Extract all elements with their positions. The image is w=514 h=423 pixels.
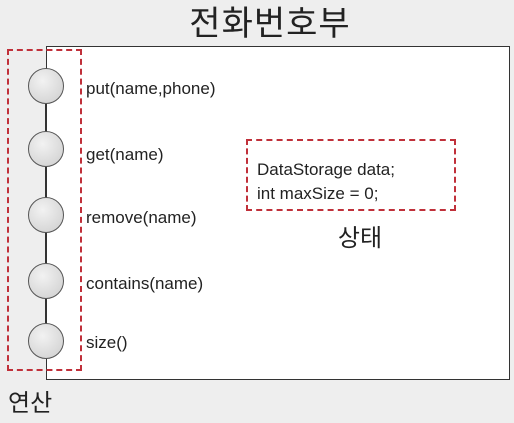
operation-circle xyxy=(28,197,64,233)
operations-caption: 연산 xyxy=(8,389,53,417)
operation-label-get: get(name) xyxy=(86,145,164,164)
operation-label-remove: remove(name) xyxy=(86,208,197,227)
phonebook-box xyxy=(46,46,510,380)
diagram-title: 전화번호부 xyxy=(189,4,351,44)
state-field-data: DataStorage data; xyxy=(257,160,395,179)
operations-highlight xyxy=(7,49,82,371)
connector-line xyxy=(45,298,47,323)
operation-label-contains: contains(name) xyxy=(86,274,204,293)
state-field-maxsize: int maxSize = 0; xyxy=(257,184,379,203)
state-highlight xyxy=(246,139,456,211)
connector-line xyxy=(45,232,47,263)
operation-circle xyxy=(28,131,64,167)
operation-circle xyxy=(28,263,64,299)
connector-line xyxy=(45,104,47,131)
connector-line xyxy=(45,166,47,197)
state-caption: 상태 xyxy=(337,224,383,252)
operation-label-put: put(name,phone) xyxy=(86,79,216,98)
operation-circle xyxy=(28,68,64,104)
operation-label-size: size() xyxy=(86,333,128,352)
operation-circle xyxy=(28,323,64,359)
